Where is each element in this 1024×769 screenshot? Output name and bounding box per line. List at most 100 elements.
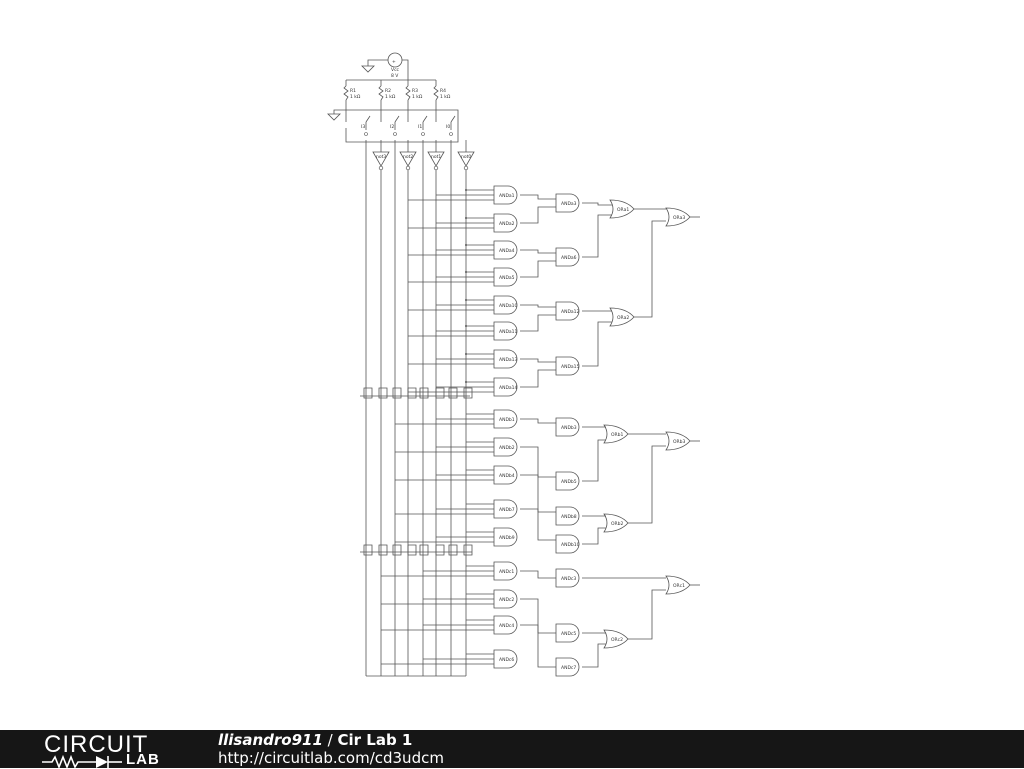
switch-i3-icon [365,115,371,123]
resistor-label: R1 [350,88,356,94]
and-gate-icon [555,623,580,643]
junction-dot-icon [465,244,467,246]
wire [582,321,612,367]
switch-label: I2 [390,124,394,130]
and-gate-icon [555,534,580,554]
inverter-not1-icon [427,151,445,167]
schematic-title[interactable]: Cir Lab 1 [337,731,413,749]
switch-i2-icon [394,115,400,123]
wire [520,418,556,424]
and-gate-icon [493,240,518,260]
inverter-label: not3 [376,154,386,160]
schematic-url[interactable]: http://circuitlab.com/cd3udcm [218,749,444,767]
inverter-label: not0 [461,154,471,160]
and-gate-icon [555,247,580,267]
title-separator: / [322,731,338,749]
resistor-label: R2 [385,88,391,94]
and-gate-label: ANDb8 [561,514,577,520]
wire [628,589,666,640]
and-gate-icon [555,568,580,588]
wire [634,220,666,318]
inverter-label: not2 [403,154,413,160]
voltage-source-symbol: + [392,59,396,65]
and-gate-label: ANDb4 [499,473,515,479]
schematic-credit: llisandro911 / Cir Lab 1 http://circuitl… [218,731,444,767]
and-gate-label: ANDa4 [499,248,515,254]
and-gate-label: ANDa15 [561,364,580,370]
and-gate-label: ANDa14 [499,385,518,391]
ground-icon [327,113,341,121]
bus-buffer-icon [407,544,417,556]
author-username[interactable]: llisandro911 [218,731,323,749]
wire [520,249,556,254]
wire [520,304,556,308]
and-gate-label: ANDa10 [499,303,518,309]
junction-dot-icon [465,381,467,383]
junction-dot-icon [465,189,467,191]
bus-buffer-icon [435,544,445,556]
junction-dot-icon [465,217,467,219]
switch-terminal-icon[interactable] [449,132,453,136]
voltage-source-icon[interactable] [387,52,403,68]
and-gate-icon [493,377,518,397]
bus-buffer-icon [448,387,458,399]
wire [520,314,556,332]
switch-terminal-icon[interactable] [393,132,397,136]
bus-buffer-icon [463,544,473,556]
switch-label: I1 [418,124,422,130]
bus-buffer-icon [463,387,473,399]
or-gate-label: ORb1 [611,432,624,438]
bus-buffer-icon [378,544,388,556]
or-gate-icon [609,307,635,327]
and-gate-icon [493,465,518,485]
and-gate-icon [493,615,518,635]
or-gate-icon [603,629,629,649]
and-gate-icon [493,527,518,547]
and-gate-icon [493,321,518,341]
switch-terminal-icon[interactable] [421,132,425,136]
logo-bottom-text: LAB [126,751,160,768]
voltage-source-value: 8 V [391,73,399,79]
or-gate-icon [603,513,629,533]
resistor-value: 1 kΩ [350,94,361,100]
resistor-r3-icon [405,85,411,101]
inverter-bubble-icon [463,165,469,171]
and-gate-label: ANDc3 [561,576,576,582]
resistor-diode-logo-icon [42,755,122,769]
or-gate-label: ORa3 [673,215,685,221]
and-gate-label: ANDa12 [561,309,580,315]
inverter-not3-icon [372,151,390,167]
wire [582,202,612,206]
and-gate-label: ANDa11 [499,329,518,335]
switch-terminal-icon[interactable] [364,132,368,136]
inverter-not2-icon [399,151,417,167]
resistor-r4-icon [433,85,439,101]
wire [582,439,606,482]
and-gate-icon [493,295,518,315]
and-gate-label: ANDc2 [499,597,514,603]
or-gate-label: ORb2 [611,521,624,527]
footer-bar: CIRCUIT LAB llisandro911 / Cir Lab 1 htt… [0,730,1024,769]
junction-dot-icon [465,325,467,327]
and-gate-icon [493,213,518,233]
wire [582,527,606,545]
and-gate-label: ANDa3 [561,201,577,207]
and-gate-icon [493,267,518,287]
and-gate-label: ANDb10 [561,542,580,548]
switch-i0-icon [450,115,456,123]
and-gate-icon [493,185,518,205]
switch-label: I0 [446,124,450,130]
circuitlab-logo[interactable]: CIRCUIT LAB [40,733,180,769]
inverter-bubble-icon [405,165,411,171]
bus-buffer-icon [378,387,388,399]
and-gate-label: ANDa1 [499,193,515,199]
or-gate-label: ORa2 [617,315,629,321]
and-gate-icon [555,506,580,526]
and-gate-label: ANDc5 [561,631,576,637]
wire [520,260,556,278]
and-gate-label: ANDb2 [499,445,515,451]
and-gate-label: ANDa6 [561,255,577,261]
wire [582,214,612,258]
and-gate-label: ANDb3 [561,425,577,431]
and-gate-icon [493,589,518,609]
